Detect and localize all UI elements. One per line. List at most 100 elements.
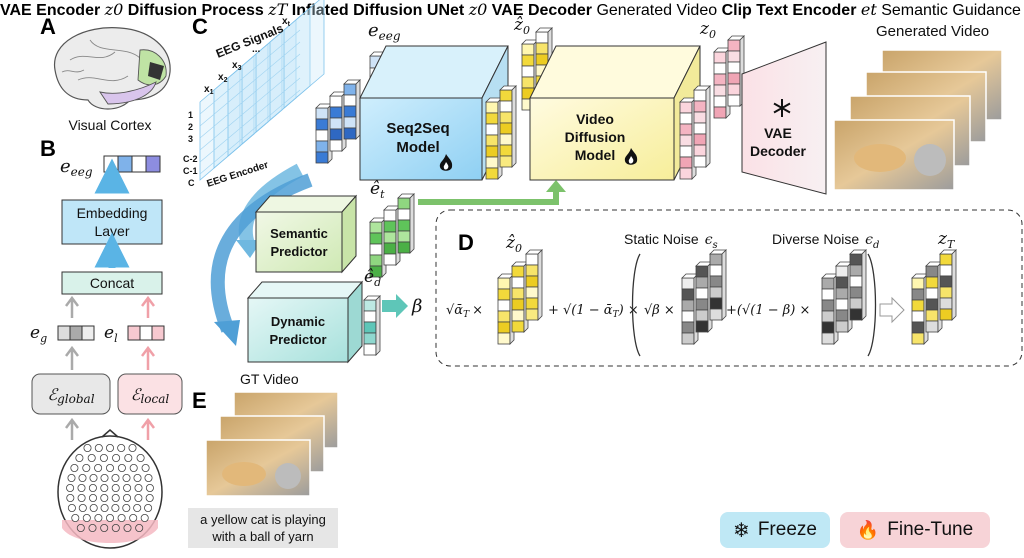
arrow-to-dynamic-predictor [210, 173, 313, 333]
electrode [124, 453, 133, 462]
zT-column-d [925, 261, 943, 333]
svg-text:x3: x3 [232, 60, 242, 72]
electrode [111, 483, 120, 492]
arrow-ed-to-beta [382, 294, 408, 318]
electrode [145, 483, 154, 492]
dynamic-predictor-label-1: Dynamic [271, 314, 325, 329]
eeg-trace [199, 53, 301, 139]
eeg-trace [199, 29, 301, 115]
electrode [67, 473, 76, 482]
vae-decoder-c-label-1: VAE [764, 125, 792, 141]
arrow-eg-to-concat [65, 295, 79, 318]
diverse-noise-column [835, 261, 853, 333]
electrode [117, 463, 126, 472]
electrode [129, 463, 138, 472]
concat-box [61, 271, 163, 295]
clip-label-1: Clip Text [721, 2, 788, 19]
vdm-label-1: Video [576, 111, 614, 127]
electrode [66, 493, 75, 502]
vae-decoder-e-label-2: Decoder [527, 2, 592, 19]
et-hat-label: êt [370, 179, 385, 201]
electrode [100, 503, 109, 512]
zT-column-d [939, 249, 957, 321]
electrode [133, 503, 142, 512]
semantic-predictor-label-2: Predictor [270, 244, 327, 259]
electrode [100, 493, 109, 502]
electrode [111, 493, 120, 502]
generated-video-label-c: Generated Video [876, 23, 989, 40]
electrode [100, 473, 109, 482]
flame-icon [439, 154, 453, 171]
et-hat-columns [369, 193, 415, 278]
svg-text:C-1: C-1 [183, 166, 198, 176]
electrode [135, 524, 144, 533]
legend-finetune: 🔥 Fine-Tune [840, 512, 990, 548]
electrode [106, 443, 115, 452]
eeg-electrode-head [57, 429, 163, 549]
dynamic-predictor-label-2: Predictor [269, 332, 326, 347]
electrode [128, 443, 137, 452]
seq2seq-label-2: Model [396, 139, 439, 156]
arrow-global-up [65, 345, 79, 370]
e-l-label: el [104, 323, 118, 345]
electrode [133, 473, 142, 482]
svg-text:C: C [188, 178, 195, 188]
e-eeg-label-c: eeeg [368, 20, 401, 43]
electrode [77, 483, 86, 492]
vae-decoder-c-label-2: Decoder [750, 143, 807, 159]
electrode [89, 493, 98, 502]
electrode [145, 493, 154, 502]
electrode [141, 463, 150, 472]
semantic-guidance-label: Semantic Guidance [881, 2, 1021, 19]
svg-text:C-2: C-2 [183, 154, 198, 164]
arrow-et-to-vdm [418, 190, 559, 205]
electrode [82, 463, 91, 472]
static-noise-column [681, 273, 699, 345]
arrow-el-to-concat [141, 295, 155, 318]
e-l-vector [127, 325, 165, 341]
arrow-semantic-guidance: Semantic Guidance a yellow cat is playin… [188, 2, 1021, 548]
z0-columns-c [679, 35, 745, 180]
et-label-e: et [860, 0, 877, 19]
flame-icon: 🔥 [856, 519, 880, 540]
panel-label-c: C [192, 14, 208, 39]
diffusion-process-label-2: Process [201, 2, 264, 19]
semantic-predictor-box [254, 194, 358, 274]
eeg-trace [199, 65, 301, 151]
electrode [89, 473, 98, 482]
arrow-to-zT-d [879, 296, 905, 324]
eeg-x-labels: x1 x2 x3 ... xt [204, 16, 291, 96]
z0hat-columns-d [497, 249, 543, 345]
svg-text:...: ... [252, 44, 261, 55]
formula-left-paren [631, 253, 641, 357]
vdm-label-2: Diffusion [565, 129, 626, 145]
flame-icon [624, 148, 638, 165]
electrode [88, 524, 97, 533]
z0hat-column-d [525, 249, 543, 321]
electrode [112, 453, 121, 462]
electrode [78, 503, 87, 512]
svg-text:xt: xt [282, 16, 291, 28]
unet-label-2: Diffusion [353, 2, 423, 19]
panel-d-dashed-frame [435, 209, 1023, 367]
global-encoder-label: ℰglobal [47, 385, 94, 406]
svg-text:x1: x1 [204, 84, 214, 96]
diffusion-process-label-1: Diffusion [127, 2, 198, 19]
brain-illustration [53, 27, 171, 110]
semantic-predictor-label-1: Semantic [270, 226, 328, 241]
legend-freeze: ❄ Freeze [720, 512, 830, 548]
e-g-label: eg [30, 323, 47, 345]
electrode [71, 514, 80, 523]
electrode [100, 524, 109, 533]
panel-label-a: A [40, 14, 56, 39]
z0hat-label-d: ẑ0 [505, 233, 522, 255]
eeg-feature-columns [315, 79, 361, 164]
electrode [106, 463, 115, 472]
svg-text:x2: x2 [218, 72, 228, 84]
electrode [117, 443, 126, 452]
electrode [140, 514, 149, 523]
arrow-to-dynamic-predictor-head [214, 320, 240, 346]
unet-label-3: UNet [426, 2, 465, 19]
